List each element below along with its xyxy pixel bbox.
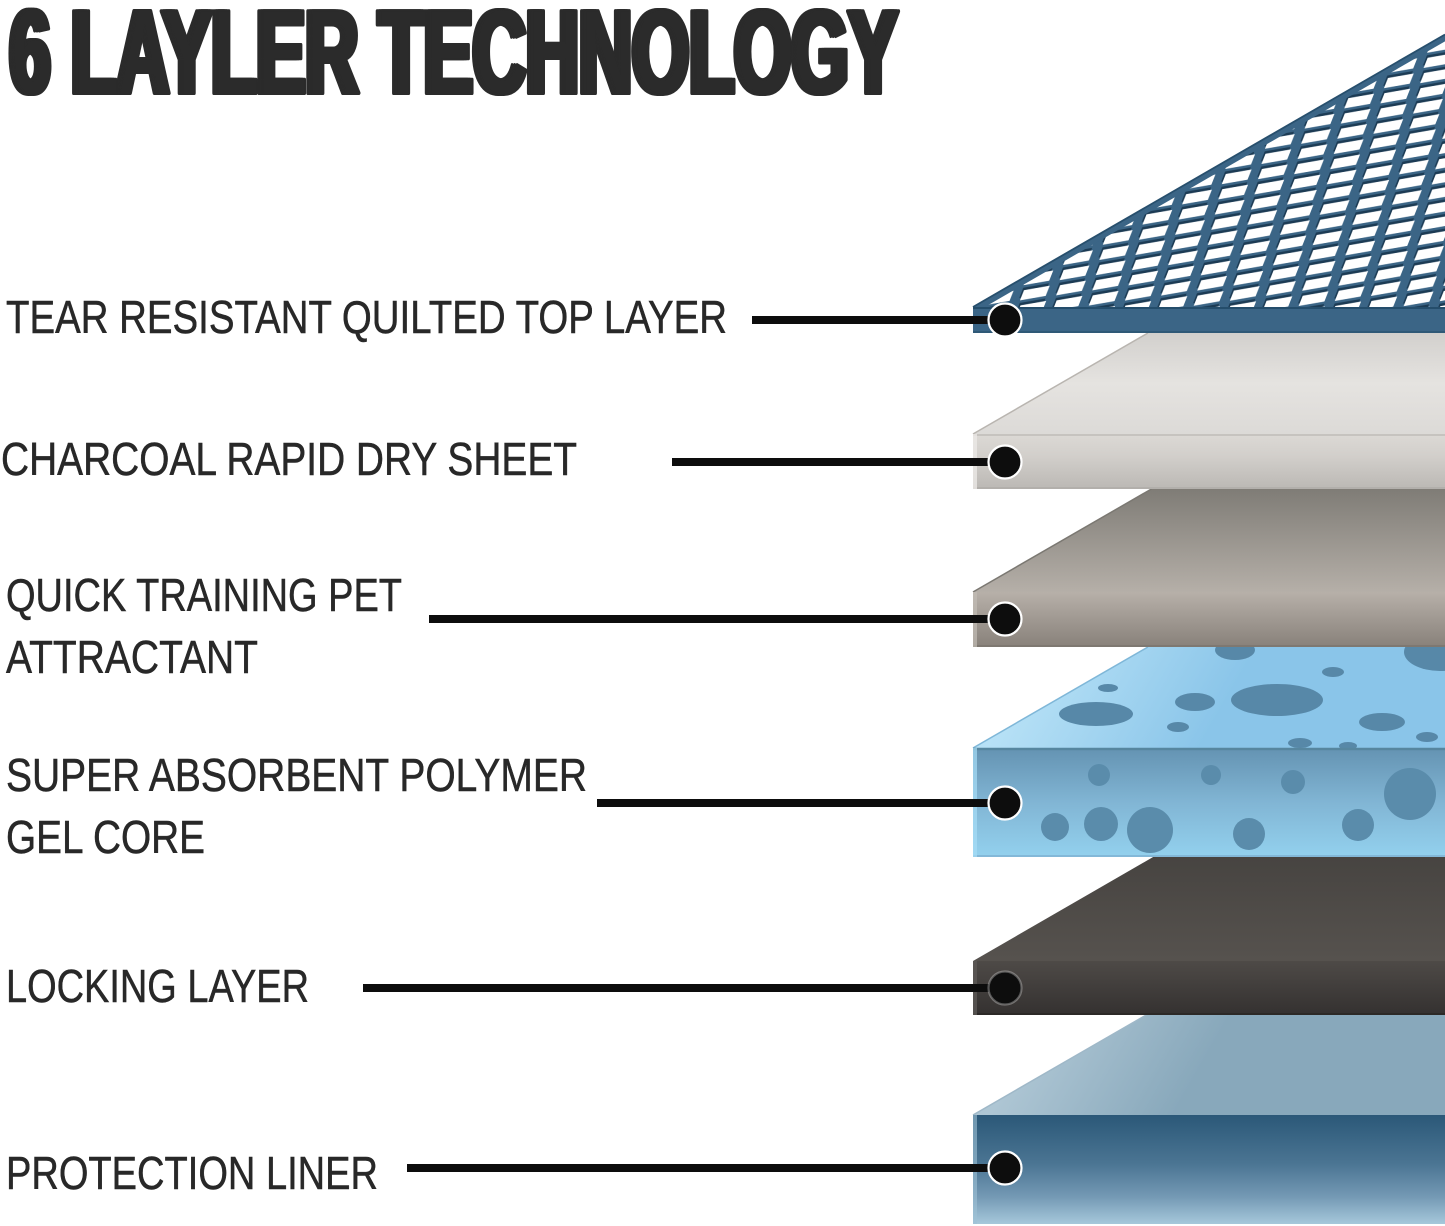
svg-text:6 LAYLER TECHNOLOGY: 6 LAYLER TECHNOLOGY [12,0,900,119]
svg-text:6 LAYLER TECHNOLOGY: 6 LAYLER TECHNOLOGY [7,0,895,119]
svg-text:QUICK TRAINING PET: QUICK TRAINING PET [6,569,402,621]
svg-text:TEAR RESISTANT QUILTED TOP LAY: TEAR RESISTANT QUILTED TOP LAYER [6,291,727,343]
svg-text:CHARCOAL RAPID DRY SHEET: CHARCOAL RAPID DRY SHEET [1,433,577,485]
svg-text:SUPER ABSORBENT POLYMER: SUPER ABSORBENT POLYMER [6,749,587,801]
svg-text:ATTRACTANT: ATTRACTANT [6,631,258,683]
svg-text:GEL CORE: GEL CORE [6,811,205,863]
svg-text:LOCKING LAYER: LOCKING LAYER [6,960,309,1012]
svg-text:PROTECTION LINER: PROTECTION LINER [6,1147,378,1199]
svg-text:6 LAYLER TECHNOLOGY: 6 LAYLER TECHNOLOGY [10,0,898,119]
